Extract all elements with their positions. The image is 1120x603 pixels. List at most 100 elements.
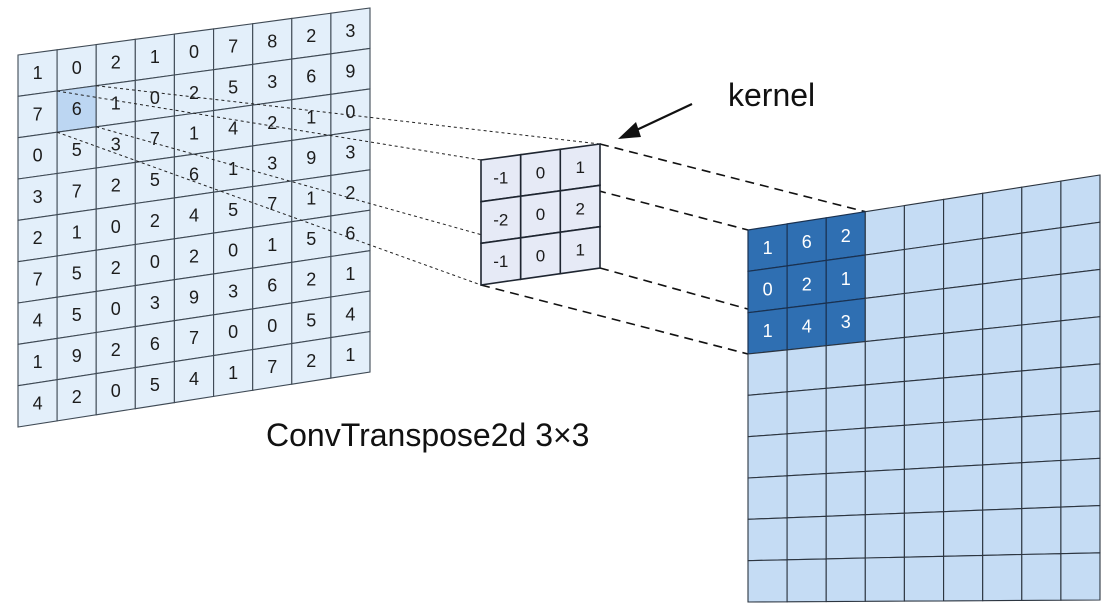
output-patch-cell: 4 bbox=[786, 302, 827, 351]
input-cell-value: 5 bbox=[72, 140, 82, 160]
input-cell: 4 bbox=[173, 191, 215, 240]
output-cell bbox=[982, 416, 1023, 466]
output-patch-cell: 1 bbox=[747, 223, 788, 272]
output-cell bbox=[1021, 227, 1062, 280]
input-cell: 2 bbox=[173, 69, 215, 117]
input-cell-value: 9 bbox=[306, 148, 316, 168]
input-cell-value: 6 bbox=[267, 276, 277, 296]
output-cell bbox=[943, 237, 984, 290]
output-cell bbox=[982, 324, 1023, 376]
input-cell-value: 0 bbox=[189, 42, 199, 62]
input-cell-value: 1 bbox=[306, 107, 316, 127]
input-cell: 7 bbox=[17, 90, 58, 139]
output-cell bbox=[982, 462, 1023, 511]
output-patch-cell: 1 bbox=[747, 307, 788, 355]
output-patch-cell: 2 bbox=[825, 210, 866, 262]
input-cell: 1 bbox=[291, 93, 332, 142]
input-cell-value: 5 bbox=[72, 305, 82, 325]
input-cell-value: 7 bbox=[267, 357, 277, 377]
input-cell-value: 3 bbox=[33, 187, 43, 207]
output-cell bbox=[825, 427, 866, 475]
input-cell: 2 bbox=[95, 243, 136, 293]
output-cell bbox=[864, 512, 905, 559]
input-cell-value: 0 bbox=[267, 316, 277, 336]
kernel-cell: 1 bbox=[559, 143, 601, 192]
input-cell-value: 6 bbox=[345, 223, 355, 243]
output-patch-cell: 0 bbox=[747, 265, 788, 314]
input-cell: 9 bbox=[56, 331, 97, 381]
input-cell: 0 bbox=[95, 202, 136, 251]
kernel-cell: 0 bbox=[519, 231, 562, 281]
output-cell bbox=[982, 370, 1023, 421]
kernel-cell: 2 bbox=[559, 184, 601, 234]
input-cell-value: 4 bbox=[189, 369, 199, 389]
output-cell bbox=[982, 232, 1023, 285]
input-cell-value: 1 bbox=[306, 189, 316, 209]
guide-line-kernel-to-output bbox=[599, 143, 866, 213]
input-cell-value: 7 bbox=[228, 37, 238, 57]
output-cell bbox=[1060, 552, 1101, 601]
output-cell bbox=[825, 340, 866, 389]
output-cell bbox=[786, 473, 827, 519]
kernel-cell-value: 1 bbox=[575, 158, 584, 177]
output-cell bbox=[825, 470, 866, 517]
input-cell: 0 bbox=[213, 308, 254, 357]
input-cell-value: 2 bbox=[267, 113, 277, 133]
input-cell-value: 7 bbox=[150, 129, 160, 149]
output-cell bbox=[943, 554, 984, 602]
output-cell bbox=[1060, 457, 1101, 508]
input-cell-value: 2 bbox=[111, 258, 121, 278]
input-cell-value: 7 bbox=[267, 194, 277, 214]
output-patch-value: 4 bbox=[802, 317, 812, 337]
input-cell-value: 2 bbox=[306, 270, 316, 290]
input-cell: 1 bbox=[213, 348, 254, 398]
output-cell bbox=[943, 373, 984, 424]
output-cell bbox=[1060, 505, 1101, 555]
input-cell: 7 bbox=[252, 342, 293, 391]
input-cell-value: 7 bbox=[72, 181, 82, 201]
input-cell-value: 0 bbox=[111, 217, 121, 237]
input-cell: 3 bbox=[252, 139, 293, 188]
output-cell bbox=[1021, 320, 1062, 372]
kernel-cell-value: 0 bbox=[536, 163, 545, 182]
input-cell-value: 5 bbox=[72, 264, 82, 284]
output-cell bbox=[786, 345, 827, 393]
input-cell: 7 bbox=[134, 115, 175, 164]
kernel-cell: -2 bbox=[480, 195, 522, 245]
kernel-cell-value: 1 bbox=[575, 241, 584, 260]
input-cell-value: 2 bbox=[306, 351, 316, 371]
input-cell-value: 3 bbox=[345, 142, 355, 162]
output-cell bbox=[1021, 366, 1062, 418]
input-cell: 0 bbox=[213, 226, 254, 275]
output-patch-value: 1 bbox=[841, 269, 851, 289]
output-cell bbox=[903, 466, 945, 514]
output-patch-cell: 3 bbox=[825, 297, 866, 347]
input-cell-value: 7 bbox=[33, 270, 43, 290]
input-cell: 5 bbox=[213, 63, 254, 112]
input-cell-value: 2 bbox=[189, 246, 199, 266]
input-cell-value: 1 bbox=[228, 363, 238, 383]
input-cell: 4 bbox=[330, 290, 371, 339]
input-cell-value: 7 bbox=[189, 328, 199, 348]
input-cell: 5 bbox=[213, 185, 254, 234]
output-cell bbox=[747, 391, 788, 438]
input-cell: 2 bbox=[134, 197, 175, 246]
input-cell-value: 3 bbox=[267, 154, 277, 174]
input-cell-value: 5 bbox=[150, 375, 160, 395]
input-cell: 9 bbox=[173, 273, 215, 322]
input-cell: 5 bbox=[291, 296, 332, 345]
input-cell-value: 4 bbox=[228, 118, 238, 138]
output-cell bbox=[1060, 221, 1101, 275]
input-cell: 1 bbox=[173, 109, 215, 158]
output-cell bbox=[903, 421, 945, 470]
input-cell-value: 6 bbox=[72, 99, 82, 119]
input-cell: 0 bbox=[95, 284, 136, 334]
input-cell: 1 bbox=[95, 79, 136, 128]
input-cell-value: 5 bbox=[306, 229, 316, 249]
output-cell bbox=[747, 349, 788, 396]
output-cell bbox=[903, 243, 945, 295]
input-cell: 6 bbox=[330, 209, 371, 258]
input-cell-value: 6 bbox=[306, 67, 316, 87]
input-cell-value: 2 bbox=[345, 183, 355, 203]
